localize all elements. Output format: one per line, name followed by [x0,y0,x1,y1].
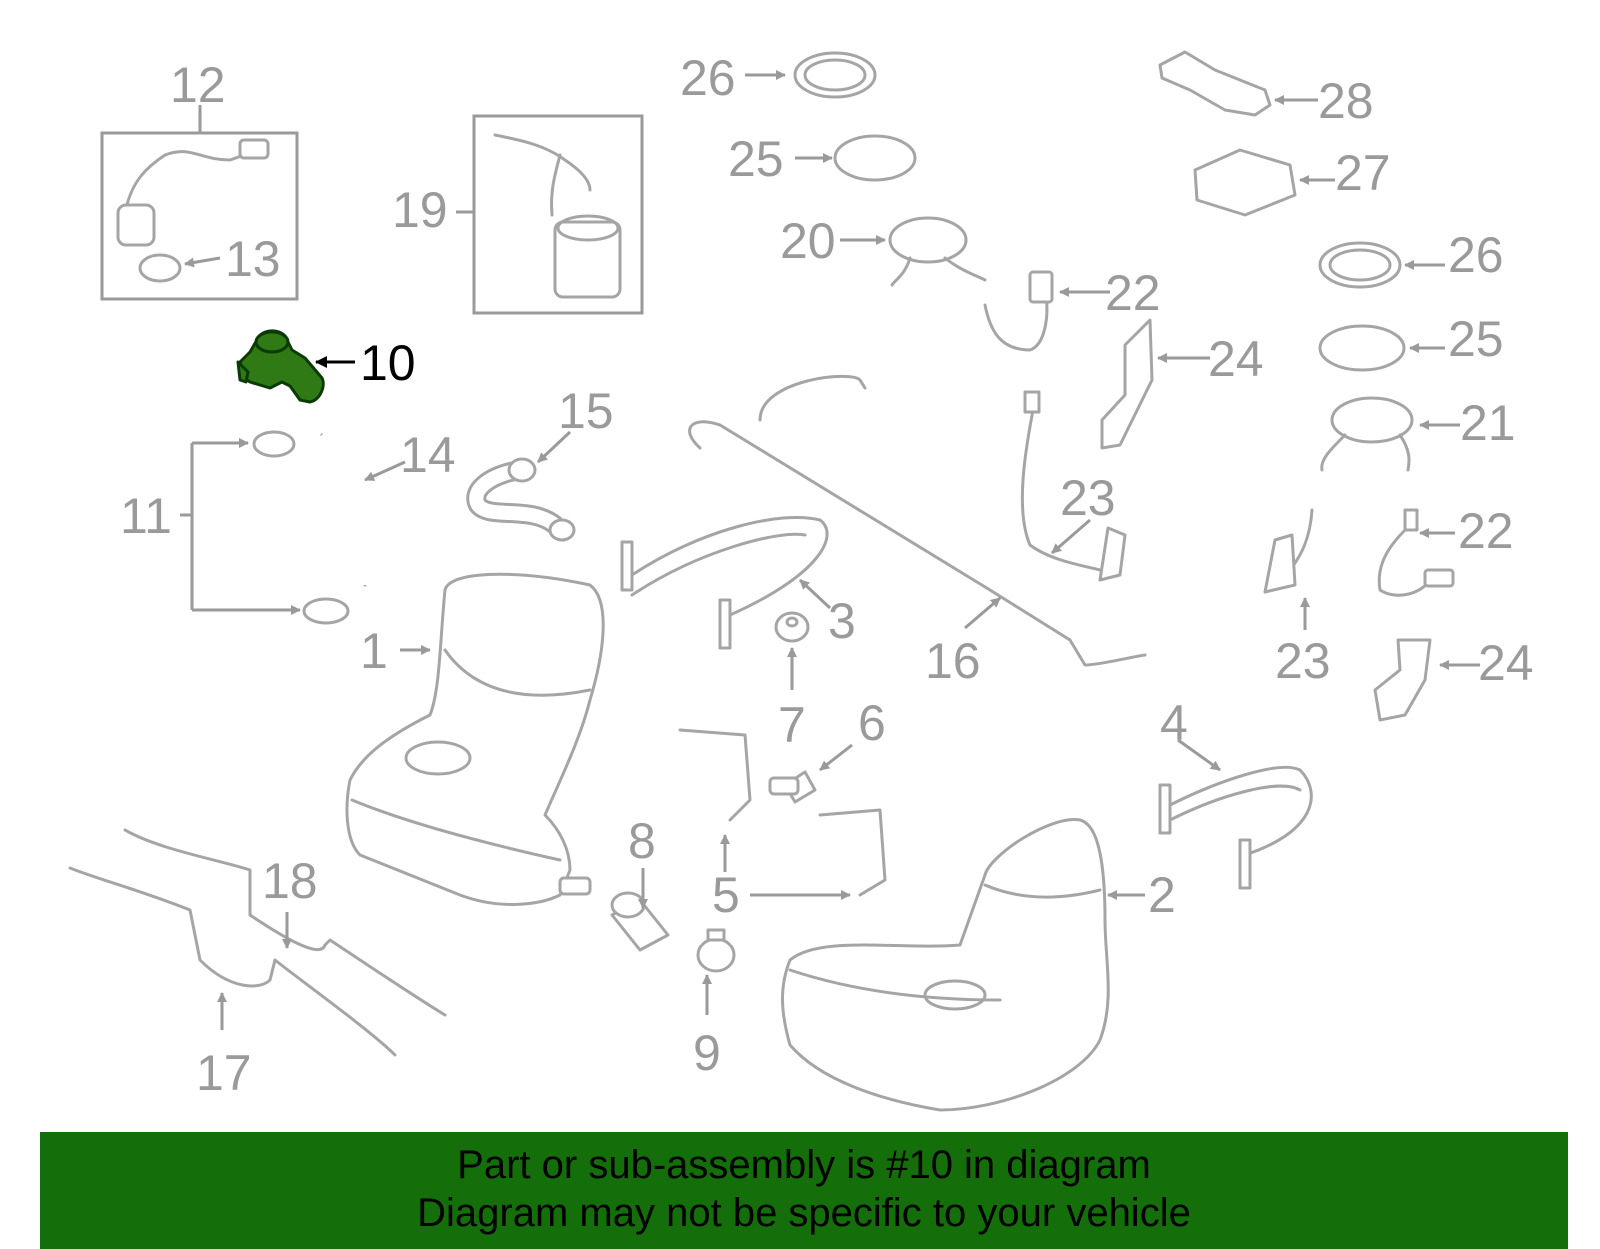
callout-11: 11 [120,488,172,544]
part-26-ring-top[interactable] [745,51,877,99]
part-4-strap[interactable] [1158,738,1313,890]
callout-10: 10 [360,335,416,391]
part-12-inset[interactable] [100,105,299,301]
part-22-connector-top[interactable] [983,270,1110,352]
callout-24-top: 24 [1208,331,1264,387]
callout-9: 9 [693,1025,721,1081]
part-24-bracket-top[interactable] [1100,318,1210,450]
part-1-fuel-tank[interactable] [345,572,605,906]
part-23-harness-left[interactable] [1020,390,1127,582]
part-26-ring-right[interactable] [1318,241,1445,289]
callout-23-right: 23 [1275,633,1331,689]
callout-18: 18 [262,853,318,909]
part-15-vent-hose[interactable] [466,430,576,542]
callout-2: 2 [1148,867,1176,923]
part-9-clamp[interactable] [696,928,736,1015]
part-25-seal-top[interactable] [795,134,917,182]
part-3-strap[interactable] [620,516,832,650]
callout-22-top: 22 [1105,265,1161,321]
callout-15: 15 [558,383,614,439]
callout-25-top: 25 [728,131,784,187]
callout-24-right: 24 [1478,635,1534,691]
part-19-inset[interactable] [456,114,644,315]
callout-1: 1 [360,623,388,679]
part-8-filter[interactable] [610,868,670,952]
callout-4: 4 [1160,695,1188,751]
callout-5: 5 [712,867,740,923]
part-6-fitting[interactable] [768,743,853,804]
callout-6: 6 [858,695,886,751]
callout-22-right: 22 [1458,503,1514,559]
part-10-highlighted[interactable] [236,329,355,404]
part-25-seal-right[interactable] [1318,324,1445,372]
callout-17: 17 [196,1045,252,1101]
callout-19: 19 [392,182,448,238]
part-20-sender[interactable] [840,216,987,287]
part-21-sender[interactable] [1320,396,1460,472]
callout-8: 8 [628,813,656,869]
part-2-fuel-tank[interactable] [781,818,1146,1112]
part-17-line[interactable] [68,866,397,1057]
callout-28: 28 [1318,73,1374,129]
part-5-straps[interactable] [678,728,887,900]
banner-line-part: Part or sub-assembly is #10 in diagram [457,1143,1151,1187]
part-11-clamps[interactable] [180,430,350,625]
callout-7: 7 [778,697,806,753]
callout-26-right: 26 [1448,227,1504,283]
part-7-grommet[interactable] [774,611,810,690]
callout-12: 12 [170,57,226,113]
callout-26-top: 26 [680,50,736,106]
callout-25-right: 25 [1448,311,1504,367]
callout-20: 20 [780,213,836,269]
part-22-connector-right[interactable] [1377,508,1455,597]
part-16-fuel-line[interactable] [688,374,1147,667]
callout-3: 3 [828,593,856,649]
callout-21: 21 [1460,395,1516,451]
part-24-bracket-right[interactable] [1373,638,1480,722]
callout-13: 13 [225,231,281,287]
part-14-hose[interactable] [315,428,406,587]
part-28-bracket[interactable] [1158,50,1318,117]
callout-27: 27 [1335,145,1391,201]
info-banner: Part or sub-assembly is #10 in diagram D… [40,1132,1568,1249]
banner-line-disclaimer: Diagram may not be specific to your vehi… [417,1191,1191,1235]
part-27-module[interactable] [1193,148,1335,217]
part-23-harness-right[interactable] [1263,508,1314,630]
callout-16: 16 [925,633,981,689]
part-18-line[interactable] [123,828,447,1017]
callout-14: 14 [400,427,456,483]
callout-23-left: 23 [1060,470,1116,526]
